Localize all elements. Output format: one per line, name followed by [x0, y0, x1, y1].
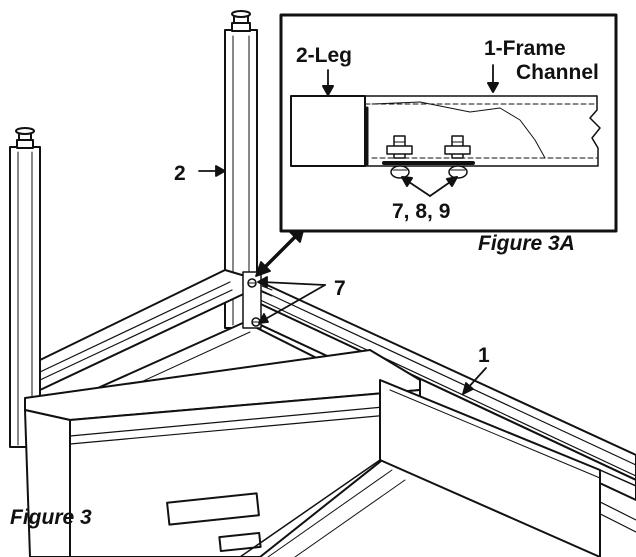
inset-bolt-left — [386, 135, 413, 179]
inner-frame-box — [239, 379, 636, 557]
inset-frame-label-line2: Channel — [516, 61, 599, 84]
front-frame-rail — [24, 349, 421, 557]
inset-leg-square — [290, 95, 366, 167]
callout-leg-number: 2 — [174, 162, 186, 185]
inset-bolt-right — [444, 135, 471, 179]
bolt-joint — [242, 271, 273, 331]
inset-frame-label-line1: 1-Frame — [484, 37, 566, 60]
inset-leg-label: 2-Leg — [296, 44, 352, 67]
figure-caption: Figure 3 — [10, 506, 92, 529]
callout-bolt-number: 7 — [334, 277, 346, 300]
inset-caption: Figure 3A — [478, 232, 575, 255]
callout-frame-number: 1 — [478, 344, 490, 367]
inset-detail-box — [279, 13, 618, 233]
inset-hardware-label: 7, 8, 9 — [392, 200, 450, 223]
